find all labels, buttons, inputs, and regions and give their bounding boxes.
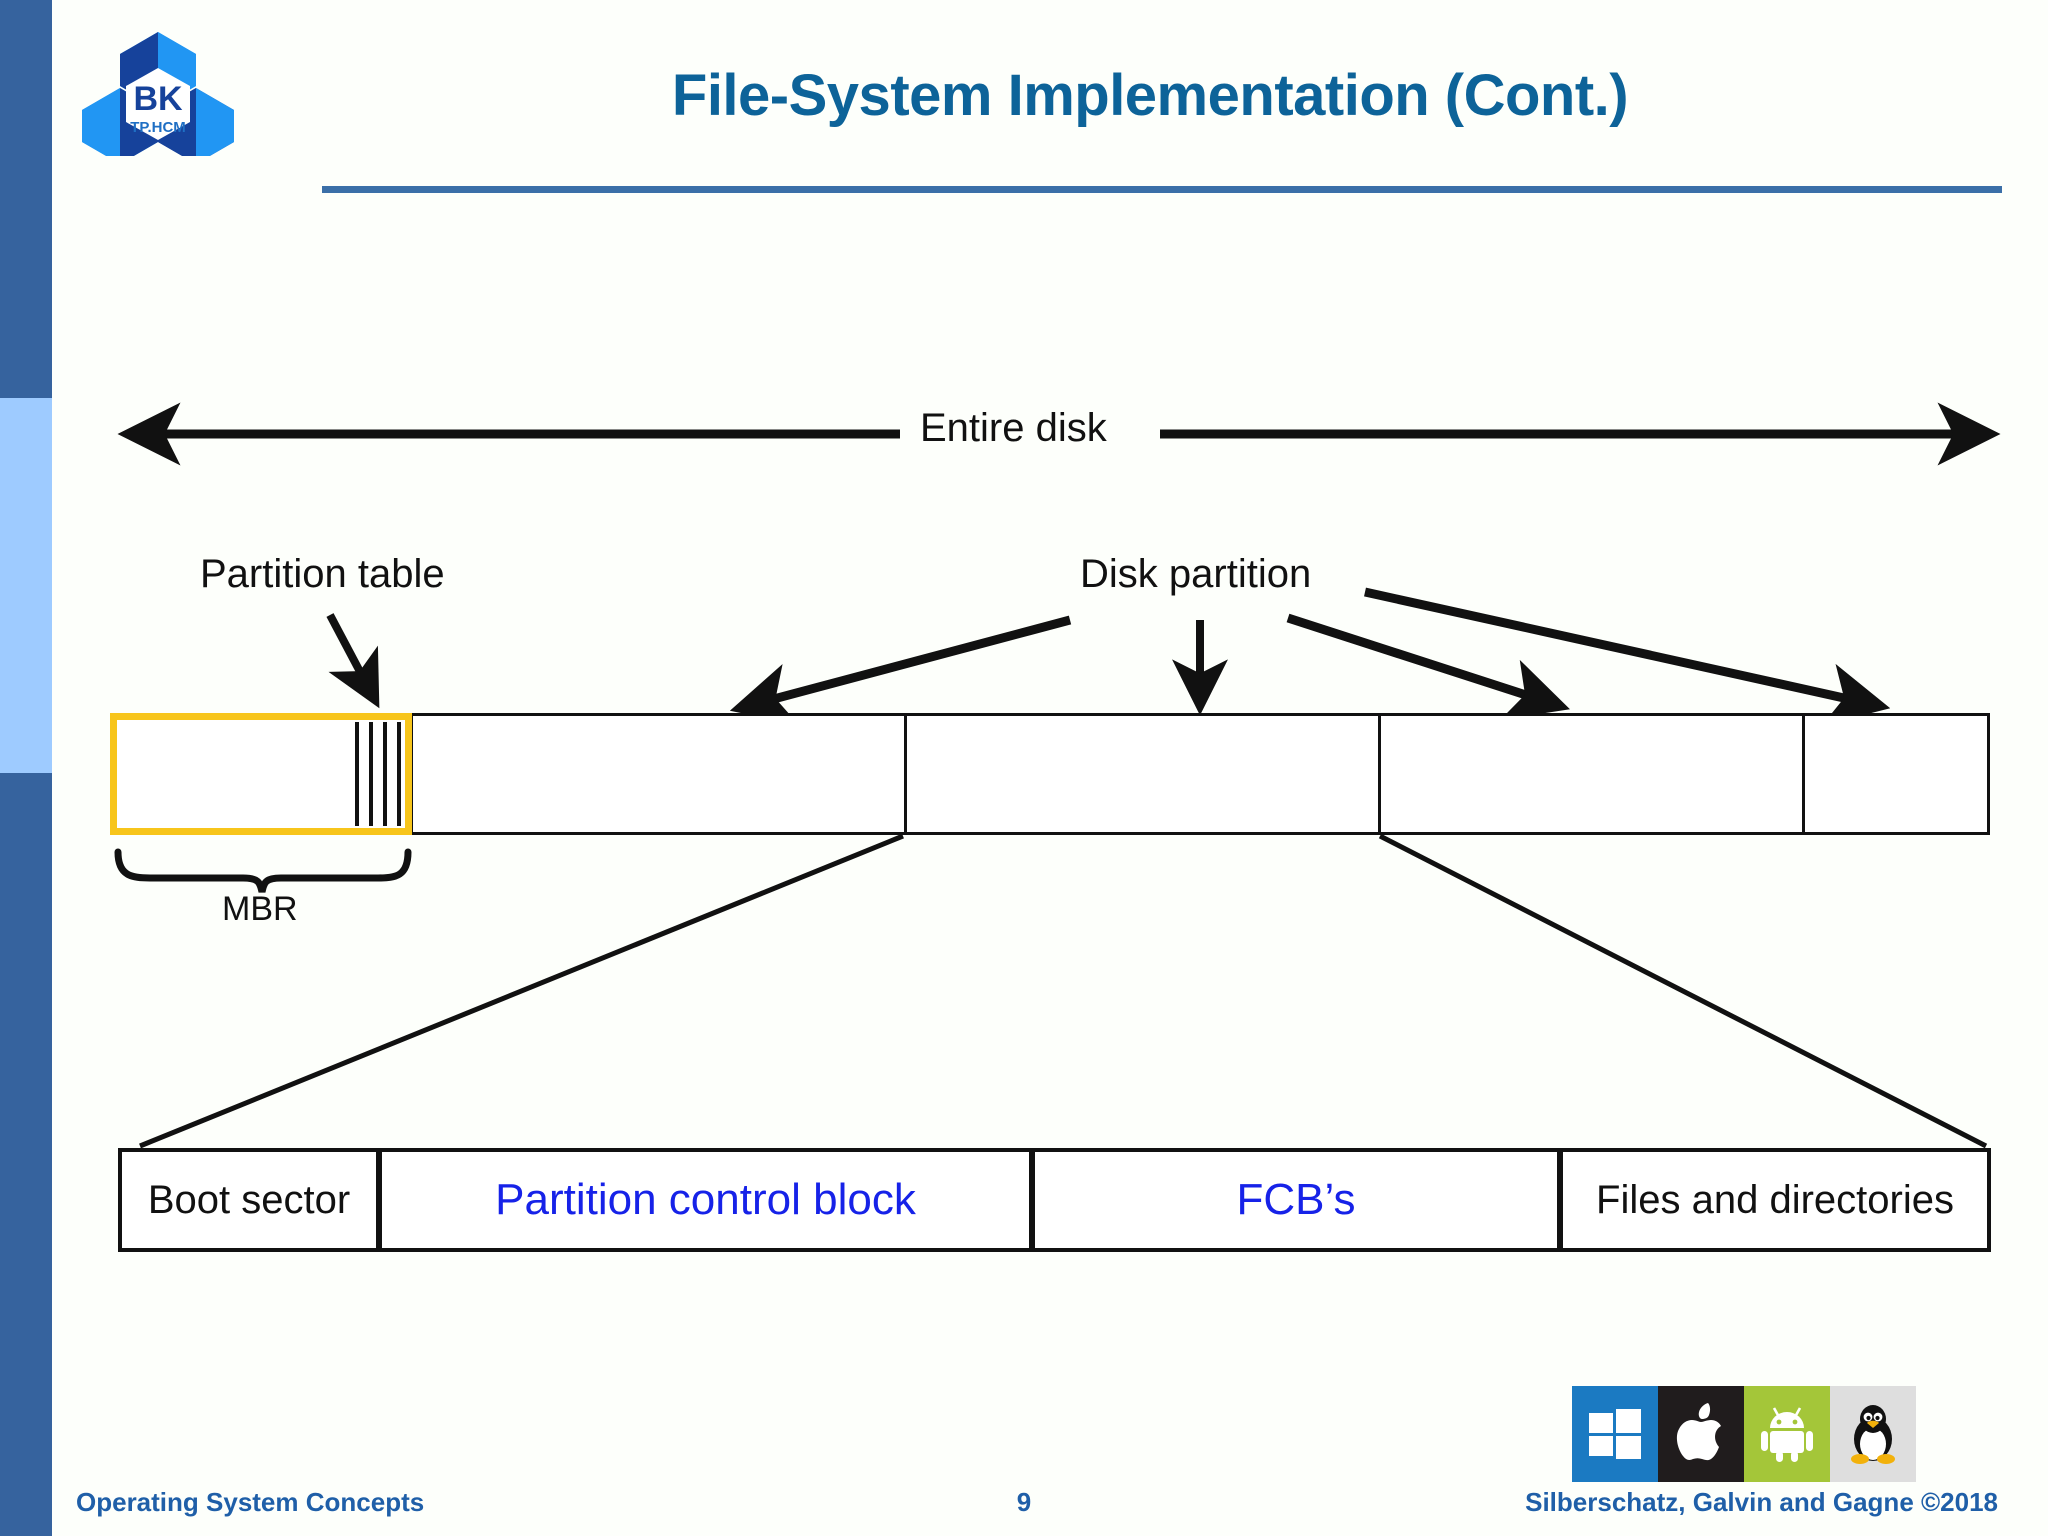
sidebar-band-dark-bottom (0, 773, 52, 1536)
label-disk-partition: Disk partition (1080, 552, 1312, 596)
mbr-brace (114, 848, 412, 893)
disk-cell-partition-1 (410, 713, 907, 835)
disk-cell-partition-4 (1802, 713, 1990, 835)
partition-expansion-lines (139, 833, 1988, 1149)
sidebar-gap (52, 0, 56, 1536)
disk-cell-partition-2 (904, 713, 1381, 835)
footer-left-text: Operating System Concepts (76, 1487, 425, 1517)
sidebar-band-dark-top (0, 0, 52, 398)
detail-cell-partition-control-block: Partition control block (378, 1148, 1033, 1252)
partition-table-entry-3 (383, 722, 387, 826)
title-underline (322, 186, 2002, 193)
detail-cell-files-and-directories: Files and directories (1559, 1148, 1991, 1252)
logo-bk-text: BK (133, 80, 183, 118)
label-partition-table: Partition table (200, 552, 445, 596)
detail-cell-fcbs: FCB’s (1031, 1148, 1561, 1252)
os-icon-strip (1572, 1386, 1916, 1482)
sidebar-band-light (0, 398, 52, 773)
android-icon (1744, 1386, 1830, 1482)
partition-table-entry-2 (369, 722, 373, 826)
label-mbr: MBR (222, 890, 298, 928)
linux-tux-icon (1830, 1386, 1916, 1482)
partition-table-arrow (326, 613, 380, 709)
partition-table-entry-4 (397, 722, 401, 826)
disk-cell-partition-3 (1378, 713, 1805, 835)
disk-partition-arrows (729, 587, 1891, 726)
page-title: File-System Implementation (Cont.) (671, 63, 1629, 128)
bk-tphcm-logo: BK TP.HCM (82, 32, 234, 156)
footer-page-number: 9 (1016, 1487, 1032, 1517)
apple-icon (1658, 1386, 1744, 1482)
detail-cell-boot-sector: Boot sector (118, 1148, 380, 1252)
windows-icon (1572, 1386, 1658, 1482)
mbr-highlight-box (110, 713, 412, 835)
label-entire-disk: Entire disk (920, 406, 1107, 450)
partition-table-entry-1 (355, 722, 359, 826)
footer-right-text: Silberschatz, Galvin and Gagne ©2018 (1525, 1487, 1998, 1517)
logo-tphcm-text: TP.HCM (130, 119, 186, 136)
